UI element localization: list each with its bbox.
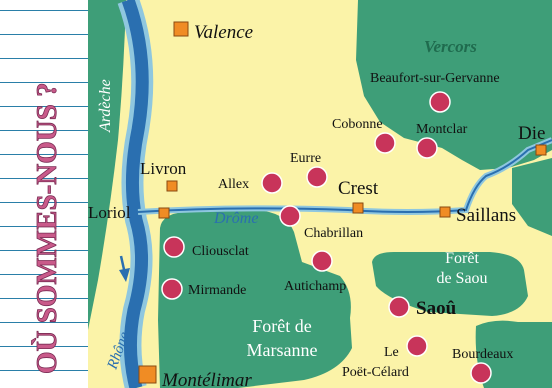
marsanne-forest-label-1: Forêt de bbox=[252, 316, 311, 336]
village-marker-mirmande bbox=[161, 278, 183, 300]
forest-patch-east bbox=[512, 158, 552, 236]
map-canvas: Ardèche Rhône Drôme Vercors Forêt de Sao… bbox=[88, 0, 552, 388]
ardeche-label: Ardèche bbox=[97, 79, 114, 133]
town-label-crest: Crest bbox=[338, 178, 379, 199]
village-label-beaufort: Beaufort-sur-Gervanne bbox=[370, 71, 500, 86]
village-label-le-poet-celard-2: Poët-Célard bbox=[342, 365, 409, 380]
town-marker-livron bbox=[166, 180, 178, 192]
rule-line bbox=[0, 154, 88, 155]
rule-line bbox=[0, 274, 88, 275]
rule-line bbox=[0, 10, 88, 11]
village-label-cobonne: Cobonne bbox=[332, 117, 383, 132]
drome-river bbox=[137, 139, 552, 213]
town-label-loriol: Loriol bbox=[88, 203, 131, 222]
village-label-bourdeaux: Bourdeaux bbox=[452, 347, 513, 362]
marsanne-forest bbox=[158, 210, 352, 388]
rule-line bbox=[0, 322, 88, 323]
sidebar-panel: OÙ SOMMES-NOUS ? bbox=[0, 0, 88, 388]
village-marker-beaufort bbox=[429, 91, 451, 113]
village-marker-montclar bbox=[416, 137, 438, 159]
town-label-valence: Valence bbox=[194, 22, 253, 43]
town-marker-saillans bbox=[439, 206, 451, 218]
rule-line bbox=[0, 34, 88, 35]
rule-line bbox=[0, 130, 88, 131]
town-label-montelimar: Montélimar bbox=[161, 370, 252, 388]
village-marker-saou bbox=[388, 296, 410, 318]
village-label-cliousclat: Cliousclat bbox=[192, 244, 249, 259]
rule-line bbox=[0, 82, 88, 83]
village-label-montclar: Montclar bbox=[416, 122, 468, 137]
village-label-autichamp: Autichamp bbox=[284, 279, 346, 294]
rule-line bbox=[0, 370, 88, 371]
forest-patch-southeast bbox=[475, 320, 552, 388]
drome-label: Drôme bbox=[213, 210, 258, 227]
town-marker-crest bbox=[352, 202, 364, 214]
village-marker-autichamp bbox=[311, 250, 333, 272]
town-marker-loriol bbox=[158, 207, 170, 219]
village-marker-cobonne bbox=[374, 132, 396, 154]
village-label-allex: Allex bbox=[218, 177, 249, 192]
village-label-le-poet-celard-1: Le bbox=[384, 345, 399, 360]
village-label-saou: Saoû bbox=[416, 298, 457, 319]
rhone-river bbox=[121, 0, 149, 388]
village-marker-le-poet-celard bbox=[406, 335, 428, 357]
rule-line bbox=[0, 202, 88, 203]
sidebar-title: OÙ SOMMES-NOUS ? bbox=[30, 82, 63, 374]
rule-line bbox=[0, 346, 88, 347]
rule-line bbox=[0, 298, 88, 299]
flow-arrowhead-icon bbox=[119, 268, 130, 282]
vercors-forest bbox=[356, 0, 552, 170]
village-label-chabrillan: Chabrillan bbox=[304, 226, 363, 241]
village-marker-bourdeaux bbox=[470, 362, 492, 384]
ardeche-band bbox=[88, 0, 126, 330]
saou-forest-label-2: de Saou bbox=[436, 270, 487, 287]
town-label-livron: Livron bbox=[140, 159, 187, 178]
village-marker-eurre bbox=[306, 166, 328, 188]
town-marker-montelimar bbox=[138, 365, 157, 384]
rule-line bbox=[0, 106, 88, 107]
saou-forest bbox=[372, 252, 528, 316]
marsanne-forest-label-2: Marsanne bbox=[247, 340, 318, 360]
saou-forest-label-1: Forêt bbox=[445, 250, 479, 267]
rule-line bbox=[0, 58, 88, 59]
rule-line bbox=[0, 178, 88, 179]
sidebar-title-graphic: OÙ SOMMES-NOUS ? bbox=[30, 82, 64, 374]
village-label-mirmande: Mirmande bbox=[188, 283, 246, 298]
town-marker-valence bbox=[173, 21, 189, 37]
town-marker-die bbox=[535, 144, 547, 156]
town-label-saillans: Saillans bbox=[456, 205, 516, 226]
town-label-die: Die bbox=[518, 123, 545, 144]
village-label-eurre: Eurre bbox=[290, 151, 321, 166]
village-marker-allex bbox=[261, 172, 283, 194]
village-marker-chabrillan bbox=[279, 205, 301, 227]
rule-line bbox=[0, 250, 88, 251]
village-marker-cliousclat bbox=[163, 236, 185, 258]
rule-line bbox=[0, 226, 88, 227]
vercors-label: Vercors bbox=[424, 37, 477, 56]
